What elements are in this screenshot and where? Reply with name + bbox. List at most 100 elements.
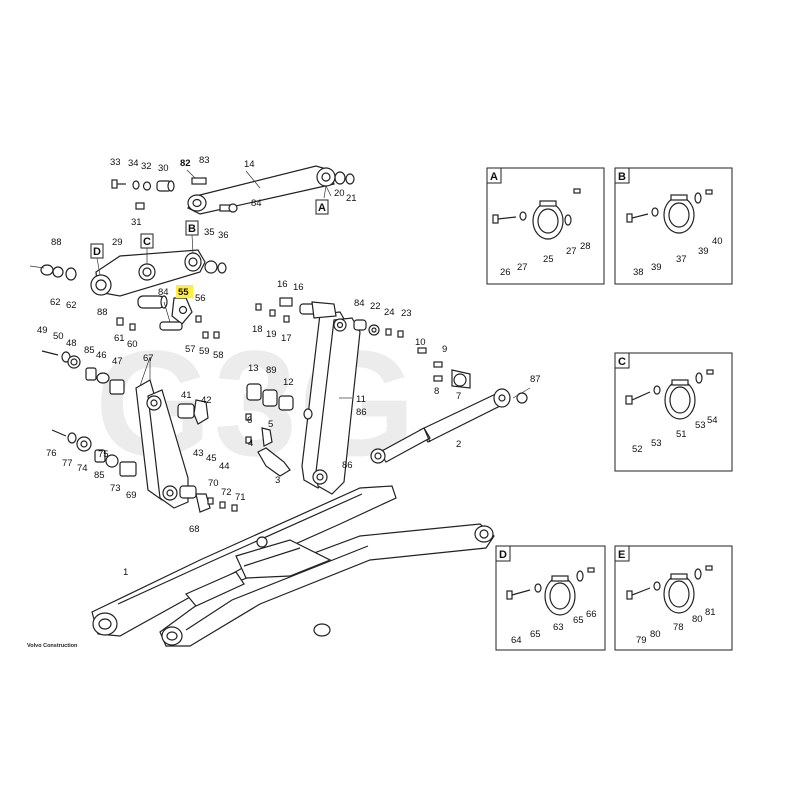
view-marker-a: A	[318, 202, 326, 214]
right-fasteners-22	[353, 319, 404, 338]
callout-55: 55	[178, 287, 189, 298]
detail-c-53b: 53	[695, 420, 706, 431]
pin-group-55	[116, 295, 220, 339]
left-lower-bushing-stack	[51, 429, 137, 477]
view-marker-d: D	[93, 246, 101, 258]
callout-71: 71	[235, 492, 246, 503]
lift-arm-links-11	[301, 311, 361, 495]
detail-b-39a: 39	[651, 262, 662, 273]
detail-b-38: 38	[633, 267, 644, 278]
main-assembly	[29, 165, 531, 647]
detail-a-27b: 27	[566, 246, 577, 257]
cross-link-29	[29, 249, 227, 297]
callout-46: 46	[96, 350, 107, 361]
detail-c-54: 54	[707, 415, 718, 426]
callout-62b: 62	[66, 300, 77, 311]
callout-8: 8	[434, 386, 439, 397]
callout-21: 21	[346, 193, 357, 204]
callout-1: 1	[123, 567, 128, 578]
callout-22: 22	[370, 301, 381, 312]
callout-30: 30	[158, 163, 169, 174]
callout-44: 44	[219, 461, 230, 472]
callout-14: 14	[244, 159, 255, 170]
callout-75: 75	[98, 449, 109, 460]
callout-67: 67	[143, 353, 154, 364]
callout-7: 7	[456, 391, 461, 402]
callout-89: 89	[266, 365, 277, 376]
callout-3: 3	[275, 475, 280, 486]
callout-82: 82	[180, 158, 191, 169]
left-link-pair-67	[135, 379, 238, 513]
callout-88b: 88	[97, 307, 108, 318]
callout-33: 33	[110, 157, 121, 168]
callout-85a: 85	[84, 345, 95, 356]
loader-frame-1	[91, 485, 495, 647]
callout-labels: 33 34 32 30 82 83 14 20 21 31 84 88 29 3…	[37, 155, 541, 578]
callout-70: 70	[208, 478, 219, 489]
detail-view-a: A 26 27 25 27 28	[486, 167, 605, 285]
detail-d-64: 64	[511, 635, 522, 646]
detail-d-label: D	[499, 549, 507, 561]
callout-20: 20	[334, 188, 345, 199]
callout-5: 5	[268, 419, 273, 430]
callout-76: 76	[46, 448, 57, 459]
detail-a-26: 26	[500, 267, 511, 278]
callout-24: 24	[384, 307, 395, 318]
detail-c-53a: 53	[651, 438, 662, 449]
detail-d-66: 66	[586, 609, 597, 620]
detail-d-65a: 65	[530, 629, 541, 640]
detail-b-label: B	[618, 171, 626, 183]
detail-e-80a: 80	[650, 629, 661, 640]
hydraulic-cylinder-2	[370, 388, 528, 464]
detail-a-27a: 27	[517, 262, 528, 273]
callout-41: 41	[181, 390, 192, 401]
detail-c-51: 51	[676, 429, 687, 440]
callout-18: 18	[252, 324, 263, 335]
detail-e-79: 79	[636, 635, 647, 646]
callout-29: 29	[112, 237, 123, 248]
callout-50: 50	[53, 331, 64, 342]
callout-77: 77	[62, 458, 73, 469]
callout-42: 42	[201, 395, 212, 406]
pin-group-7	[417, 347, 471, 389]
detail-e-80b: 80	[692, 614, 703, 625]
callout-60: 60	[127, 339, 138, 350]
callout-83: 83	[199, 155, 210, 166]
callout-19: 19	[266, 329, 277, 340]
detail-c-label: C	[618, 356, 626, 368]
detail-a-28: 28	[580, 241, 591, 252]
callout-12: 12	[283, 377, 294, 388]
callout-74: 74	[77, 463, 88, 474]
maker-note: Volvo Construction	[27, 643, 78, 649]
callout-23: 23	[401, 308, 412, 319]
callout-10: 10	[415, 337, 426, 348]
callout-9: 9	[442, 344, 447, 355]
detail-view-e: E 79 80 78 80 81	[614, 545, 733, 651]
callout-11: 11	[356, 394, 366, 405]
callout-73: 73	[110, 483, 121, 494]
callout-49: 49	[37, 325, 48, 336]
detail-d-63: 63	[553, 622, 564, 633]
callout-2: 2	[456, 439, 461, 450]
highlight-55-marker	[176, 285, 193, 298]
callout-59: 59	[199, 346, 210, 357]
callout-13: 13	[248, 363, 259, 374]
callout-86b: 86	[342, 460, 353, 471]
callout-43: 43	[193, 448, 204, 459]
callout-32: 32	[141, 161, 152, 172]
callout-4: 4	[248, 438, 253, 449]
callout-45: 45	[206, 453, 217, 464]
callout-87: 87	[530, 374, 541, 385]
detail-e-81: 81	[705, 607, 716, 618]
callout-34: 34	[128, 158, 139, 169]
callout-61: 61	[114, 333, 125, 344]
callout-68: 68	[189, 524, 200, 535]
callout-85b: 85	[94, 470, 105, 481]
view-marker-c: C	[143, 236, 151, 248]
callout-47: 47	[112, 356, 123, 367]
callout-35: 35	[204, 227, 215, 238]
callout-84c: 84	[354, 298, 365, 309]
center-bushings	[245, 383, 294, 477]
callout-88a: 88	[51, 237, 62, 248]
callout-57: 57	[185, 344, 196, 355]
